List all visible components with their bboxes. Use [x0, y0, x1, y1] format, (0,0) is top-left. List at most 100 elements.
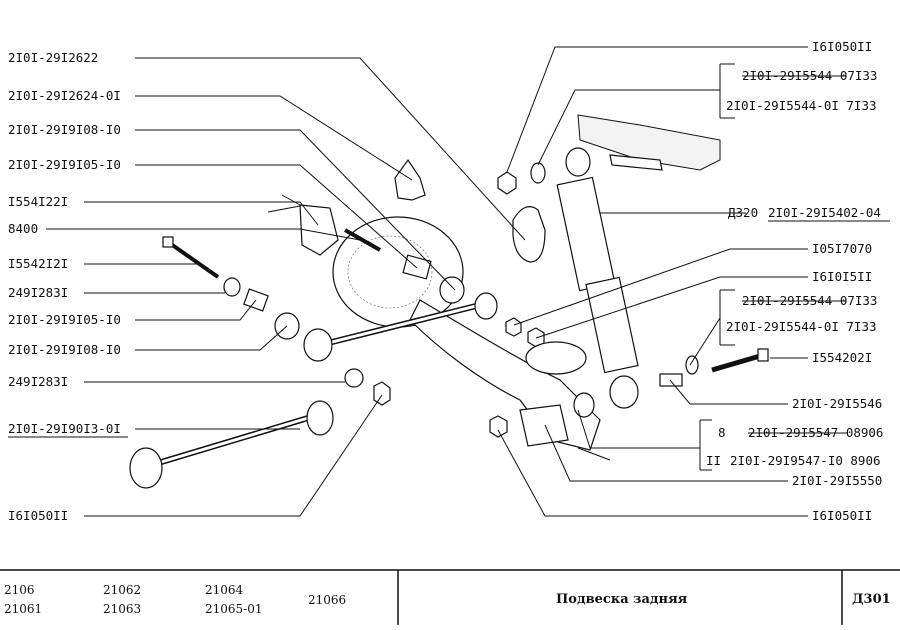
leader-r1 — [506, 46, 808, 173]
callout-label: 2I0I-29I9I05-I0 — [8, 157, 121, 172]
nut-mid — [505, 317, 522, 337]
model-code: 21062 — [103, 583, 141, 597]
leader-5 — [84, 201, 319, 226]
leader-2 — [135, 95, 413, 181]
leader-1 — [135, 57, 526, 241]
callout-label: I6I050II — [812, 508, 872, 523]
bolt-right-head — [757, 348, 769, 362]
bushing-mid — [439, 276, 465, 304]
buffer — [512, 206, 546, 263]
spring-seat — [525, 341, 587, 375]
callout-label: 2I0I-29I9I05-I0 — [8, 312, 121, 327]
leader-r11 — [497, 429, 808, 517]
body-contour — [267, 205, 301, 213]
backing-plate-inner — [347, 235, 433, 309]
lower-rod-eye-left — [129, 447, 163, 489]
callout-label: I554I22I — [8, 194, 68, 209]
callout-label: I05I7070 — [812, 241, 872, 256]
upper-reaction-rod — [303, 292, 498, 362]
leader-r9 — [577, 409, 700, 449]
mount-stud — [609, 154, 663, 171]
callout-label: 2I0I-29I2622 — [8, 50, 98, 65]
leader-r8 — [669, 379, 788, 405]
shock-bottom-eye — [609, 375, 639, 409]
top-nut — [497, 171, 517, 195]
model-code: 2106 — [4, 583, 35, 597]
callout-label: 8400 — [8, 221, 38, 236]
bolt-right — [711, 353, 761, 373]
body-mount-frame — [577, 114, 721, 171]
callout-qty: 8 — [718, 425, 726, 440]
drawing-parts — [129, 114, 769, 489]
leader-10 — [135, 325, 288, 351]
callout-qty: II — [706, 453, 721, 468]
model-code: 21064 — [205, 583, 244, 597]
lower-rod-eye-right — [306, 400, 334, 436]
callout-label: 2I0I-29I9I08-I0 — [8, 122, 121, 137]
leader-r6 — [689, 317, 721, 366]
long-bolt-head — [162, 236, 174, 248]
leader-3 — [135, 129, 456, 291]
leader-6 — [46, 228, 361, 241]
callout-label: I6I0I5II — [812, 269, 872, 284]
lower-shock-bracket — [519, 404, 569, 447]
shock-body-upper — [556, 176, 616, 292]
model-code: 21066 — [308, 593, 346, 607]
top-washer — [530, 162, 546, 184]
bracket-hole — [573, 392, 595, 418]
spacer-right — [659, 373, 683, 387]
callout-prefix: Д320 — [728, 205, 758, 220]
callout-label-underlined: 2I0I-29I90I3-0I — [8, 421, 121, 436]
leader-r10 — [544, 424, 788, 482]
leader-4 — [135, 164, 418, 269]
leader-9 — [135, 299, 257, 321]
shock-body-lower — [585, 276, 639, 374]
upper-rod-eye-left — [303, 328, 333, 362]
washer-left-2 — [344, 368, 364, 388]
callout-label: I554202I — [812, 350, 872, 365]
leader-r5 — [535, 276, 808, 339]
callout-label: I6I050II — [8, 508, 68, 523]
page-title: Подвеска задняя — [556, 592, 688, 607]
callout-label-underlined: 2I0I-29I5402-04 — [768, 205, 881, 220]
nut-bottom — [489, 415, 508, 438]
sheet-number: Д301 — [852, 592, 891, 607]
title-block: 2106 21062 21064 21066 21061 21063 21065… — [0, 569, 900, 625]
callout-label: 2I0I-29I9547-I0 8906 — [730, 453, 881, 468]
model-code: 21065-01 — [205, 602, 263, 616]
callout-label: 2I0I-29I5550 — [792, 473, 882, 488]
upper-rod-eye-right — [474, 292, 498, 320]
callout-label: 2I0I-29I2624-0I — [8, 88, 121, 103]
shock-absorber — [556, 147, 639, 409]
callout-label: 2I0I-29I9I08-I0 — [8, 342, 121, 357]
nut-left — [373, 381, 391, 406]
leader-r2 — [537, 89, 720, 166]
model-code: 21061 — [4, 602, 42, 616]
shock-top-eye — [565, 147, 591, 177]
bump-stop — [394, 158, 426, 201]
left-callouts: 2I0I-29I2622 2I0I-29I2624-0I 2I0I-29I9I0… — [8, 50, 128, 523]
callout-label: 2I0I-29I5544-0I 7I33 — [726, 319, 877, 334]
washer-right — [685, 355, 699, 375]
callout-label: 2I0I-29I5546 — [792, 396, 882, 411]
callout-label: 249I283I — [8, 285, 68, 300]
callout-label: 249I283I — [8, 374, 68, 389]
body-contour-2 — [281, 194, 301, 206]
dimension-line — [577, 447, 611, 461]
callout-label: I5542I2I — [8, 256, 68, 271]
lower-reaction-rod — [129, 400, 334, 489]
leader-lines — [46, 46, 808, 517]
upper-mount-bracket — [299, 204, 339, 256]
leader-13 — [84, 394, 383, 517]
mount-bolt — [344, 228, 381, 252]
callout-label: 2I0I-29I5544-0I 7I33 — [726, 98, 877, 113]
model-code: 21063 — [103, 602, 141, 616]
spacer-sleeve-mid — [402, 254, 432, 280]
callout-label: I6I050II — [812, 39, 872, 54]
long-bolt — [166, 240, 220, 279]
right-callouts: I6I050II 2I0I-29I5544 07I33 2I0I-29I5544… — [700, 39, 890, 523]
washer-left-1 — [223, 277, 241, 297]
leader-r4 — [513, 248, 808, 326]
